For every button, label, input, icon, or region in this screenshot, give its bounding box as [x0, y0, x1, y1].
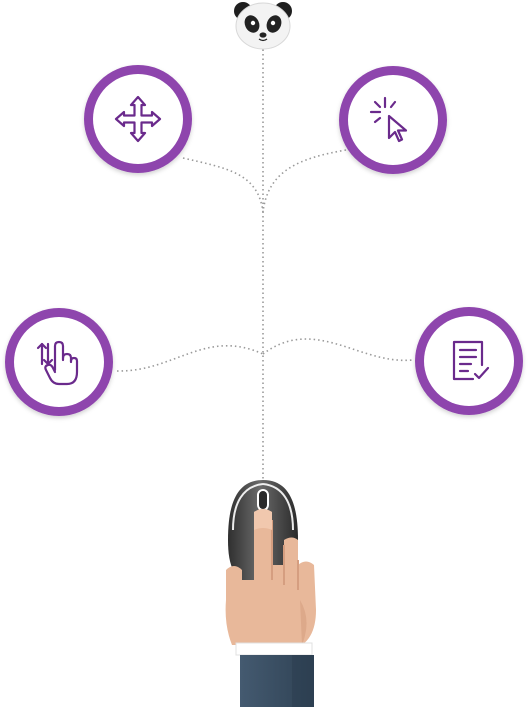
connector-form: [262, 338, 413, 362]
hand-icon: [225, 509, 316, 645]
node-move: [84, 65, 192, 173]
swipe-gesture-icon: [36, 340, 79, 386]
shirt-cuff: [235, 642, 313, 656]
form-checklist-icon: [452, 340, 490, 381]
node-swipe: [5, 308, 113, 416]
connector-lines: [116, 45, 413, 500]
hand-on-mouse-illustration: [225, 480, 316, 707]
connector-move: [182, 157, 264, 213]
node-form: [415, 307, 523, 415]
move-arrows-icon: [114, 95, 162, 143]
node-click: [339, 66, 447, 174]
panda-logo: [234, 2, 292, 50]
connector-swipe: [116, 344, 264, 372]
click-cursor-icon: [369, 96, 408, 143]
connector-click: [262, 149, 347, 213]
